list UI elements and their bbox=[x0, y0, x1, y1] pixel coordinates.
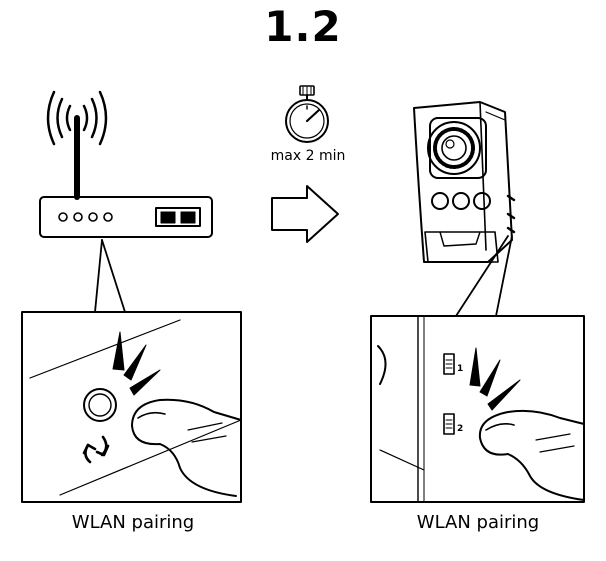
router-zoom-panel bbox=[21, 311, 242, 503]
stopwatch-icon bbox=[285, 85, 329, 143]
network-camera-icon bbox=[413, 101, 516, 317]
slot-label-1: 1 bbox=[457, 364, 463, 374]
wireless-router-icon bbox=[39, 90, 213, 313]
timer-label: max 2 min bbox=[270, 148, 346, 164]
slot-label-2: 2 bbox=[457, 424, 463, 434]
camera-caption: WLAN pairing bbox=[416, 512, 540, 533]
router-caption: WLAN pairing bbox=[71, 512, 195, 533]
step-number: 1.2 bbox=[264, 2, 342, 51]
camera-zoom-panel bbox=[370, 315, 585, 503]
arrow-right-icon bbox=[271, 185, 339, 243]
